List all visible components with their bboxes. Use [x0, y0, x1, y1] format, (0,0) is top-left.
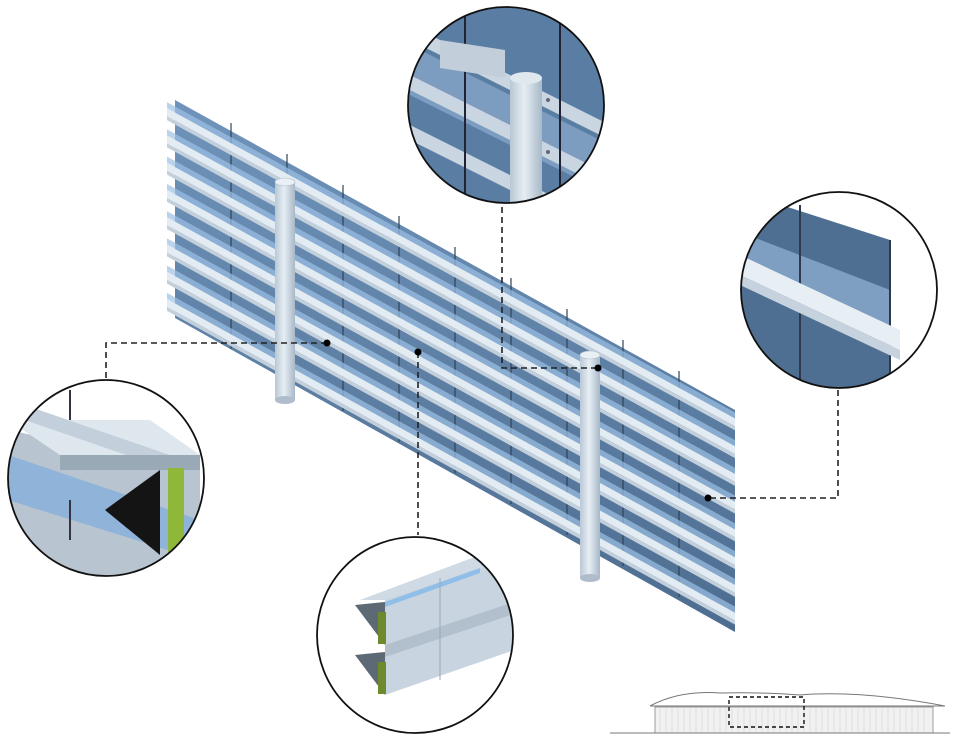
detail-stacked-fins: [316, 536, 514, 734]
key-plan-elevation: [610, 692, 950, 734]
leader-dot: [414, 348, 422, 356]
detail-circle-outline: [316, 536, 514, 734]
leader-column-detail: [501, 207, 598, 369]
leader-dot: [323, 339, 331, 347]
callout-leaders: [105, 207, 839, 535]
columns: [274, 177, 601, 582]
roof-outline: [649, 692, 946, 707]
leader-fin-section-detail: [105, 342, 327, 378]
column: [580, 355, 600, 578]
leader-dot: [704, 494, 712, 502]
column: [275, 182, 295, 400]
leader-fin-end-detail: [708, 390, 839, 499]
detail-circle-outline: [740, 191, 938, 389]
detail-fin-end: [740, 191, 938, 389]
detail-column-connection: [407, 6, 605, 204]
detail-circle-outline: [7, 379, 205, 577]
detail-circle-outline: [407, 6, 605, 204]
detail-fin-section: [7, 379, 205, 577]
facade-assembly: [167, 100, 735, 632]
fin: [167, 108, 735, 427]
leader-dot: [594, 364, 602, 372]
column-base: [580, 574, 600, 582]
column-cap: [274, 177, 296, 187]
key-plan-highlight-box: [728, 696, 805, 728]
building-body: [654, 706, 934, 734]
column-base: [275, 396, 295, 404]
glass-band: [167, 102, 735, 419]
column-cap: [579, 350, 601, 360]
